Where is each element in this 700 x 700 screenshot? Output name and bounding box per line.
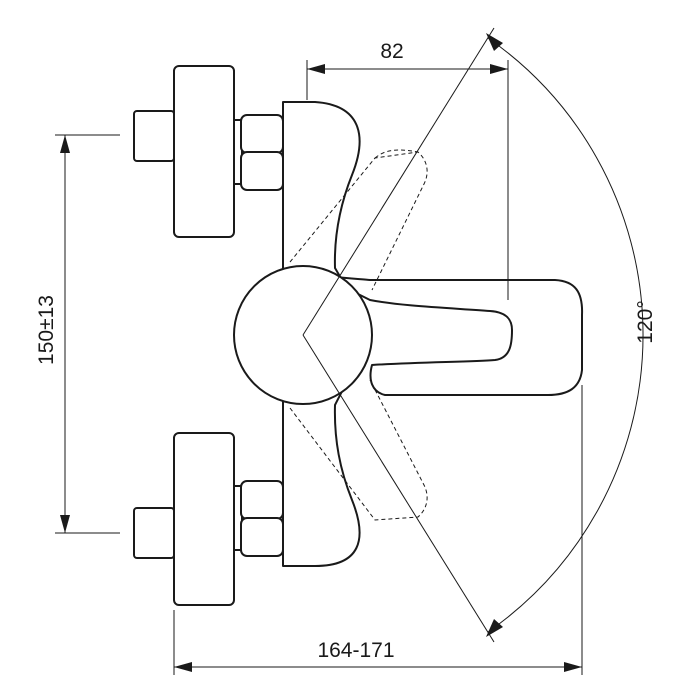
angle-dimension: 120° (302, 27, 657, 643)
top-arrow-right (490, 64, 508, 74)
angle-ext-line-lower (302, 334, 495, 643)
lower-rosette-neck (233, 485, 243, 551)
vertical-spacing-label: 150±13 (35, 295, 58, 365)
upper-rosette-neck (233, 119, 243, 185)
total-width-label: 164-171 (317, 639, 394, 662)
lower-cover-rosette (173, 432, 235, 606)
top-width-dimension: 82 (306, 40, 509, 300)
vertical-arrow-bottom (60, 515, 70, 533)
top-width-label: 82 (380, 40, 403, 63)
angle-label: 120° (634, 300, 657, 343)
lever-handle (319, 274, 584, 396)
lower-connector (133, 432, 284, 606)
angle-arc (487, 37, 644, 633)
angle-arrow-top (486, 33, 503, 51)
vertical-arrow-top (60, 135, 70, 153)
total-width-dimension: 164-171 (173, 385, 583, 675)
lever-rotated-upper-ghost (289, 149, 428, 291)
angle-arrow-bottom (486, 619, 503, 637)
lower-hex-nut (240, 480, 284, 557)
top-arrow-left (307, 64, 325, 74)
upper-cover-rosette (173, 65, 235, 238)
upper-hex-nut (240, 114, 284, 191)
lower-pipe-stub (133, 507, 175, 559)
bottom-arrow-left (174, 662, 192, 672)
angle-ext-line-upper (302, 27, 495, 336)
upper-pipe-stub (133, 110, 175, 162)
lever-rotated-lower-ghost (289, 379, 428, 521)
bottom-arrow-right (564, 662, 582, 672)
upper-connector (133, 65, 284, 238)
vertical-spacing-dimension: 150±13 (35, 134, 120, 534)
